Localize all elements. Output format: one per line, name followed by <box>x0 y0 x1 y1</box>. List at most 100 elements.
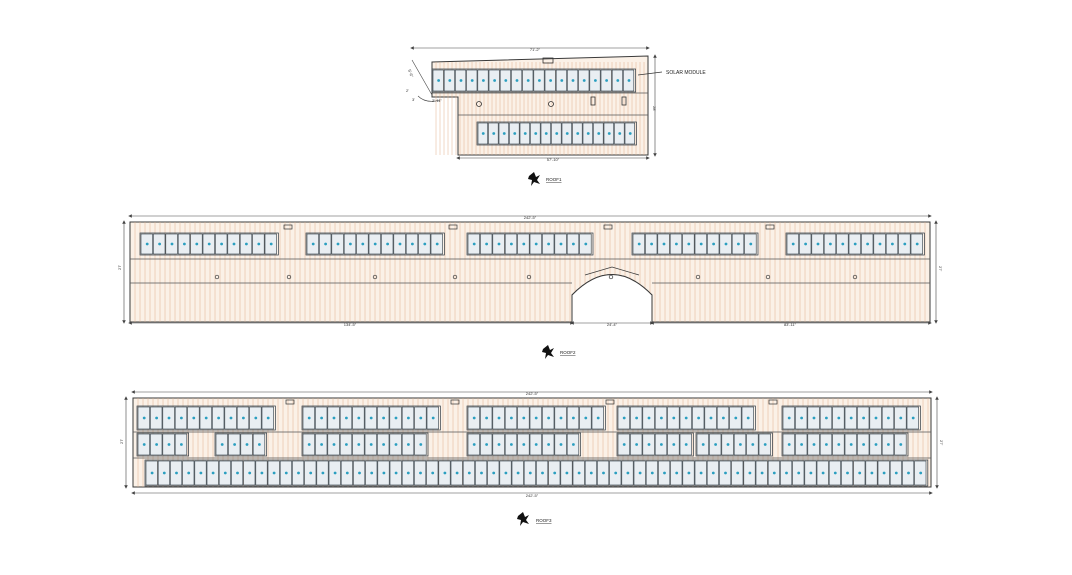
module-attachment-point <box>472 416 476 420</box>
module-attachment-point <box>411 242 414 246</box>
module-attachment-point <box>183 242 186 246</box>
module-attachment-point <box>866 242 869 246</box>
module-attachment-point <box>357 416 361 420</box>
roof3-row2-array-frame <box>136 432 189 457</box>
module-attachment-point <box>724 242 728 246</box>
module-attachment-point <box>220 242 224 246</box>
roof2-dim-top-label: 242'-5" <box>524 215 537 220</box>
roof1-dim-bottom-label: 57'-10" <box>547 157 560 162</box>
module-attachment-point <box>602 471 605 475</box>
module-attachment-point <box>248 471 252 475</box>
module-attachment-point <box>787 443 791 446</box>
module-attachment-point <box>722 416 725 420</box>
roof1-north-arrow <box>528 172 540 186</box>
roof2-dim-bottom-left-label: 134'-5" <box>344 322 357 327</box>
module-attachment-point <box>672 443 676 446</box>
module-attachment-point <box>763 443 767 446</box>
roof3-row1-array-frame <box>301 405 441 431</box>
module-attachment-point <box>369 416 373 420</box>
module-attachment-point <box>175 471 178 475</box>
module-attachment-point <box>816 242 820 246</box>
module-attachment-point <box>204 416 208 420</box>
module-attachment-point <box>837 443 841 446</box>
module-attachment-point <box>493 79 496 82</box>
module-attachment-point <box>576 132 580 135</box>
module-attachment-point <box>736 471 740 475</box>
module-attachment-point <box>345 443 348 446</box>
module-attachment-point <box>572 443 575 446</box>
module-attachment-point <box>812 443 816 446</box>
module-attachment-point <box>626 471 630 475</box>
north-arrow-icon <box>528 172 540 186</box>
module-attachment-point <box>199 471 203 475</box>
module-attachment-point <box>321 471 325 475</box>
module-attachment-point <box>607 132 611 135</box>
module-attachment-point <box>266 416 270 420</box>
module-attachment-point <box>485 416 488 420</box>
module-attachment-point <box>907 471 910 475</box>
module-attachment-point <box>737 242 740 246</box>
module-attachment-point <box>787 416 791 420</box>
module-attachment-point <box>825 443 828 446</box>
module-attachment-point <box>435 242 439 246</box>
module-attachment-point <box>516 471 520 475</box>
module-attachment-point <box>547 242 550 246</box>
module-attachment-point <box>714 443 717 446</box>
module-attachment-point <box>596 416 600 420</box>
module-attachment-point <box>485 242 488 246</box>
module-attachment-point <box>492 132 496 135</box>
module-attachment-point <box>504 79 508 82</box>
module-attachment-point <box>431 471 435 475</box>
roof1-array-frame <box>476 121 637 146</box>
module-attachment-point <box>167 443 171 446</box>
module-attachment-point <box>709 416 713 420</box>
module-attachment-point <box>187 471 191 475</box>
module-attachment-point <box>522 443 526 446</box>
roof1-vent <box>548 101 554 107</box>
roof-vent <box>286 274 292 280</box>
module-attachment-point <box>394 443 398 446</box>
roof2-dim-right-label: 27' <box>938 266 943 271</box>
module-attachment-point <box>594 79 597 82</box>
roof-vent <box>852 274 858 280</box>
roof3-row1-array-frame <box>136 405 276 431</box>
roof1-leader <box>637 71 663 76</box>
module-attachment-point <box>891 242 894 246</box>
module-attachment-point <box>833 471 837 475</box>
module-attachment-point <box>544 132 548 135</box>
roof2-dim-bottom-mid-label: 24'-4" <box>607 322 618 327</box>
roof2-dim-bottom-right-label: 83'-11" <box>784 322 797 327</box>
module-attachment-point <box>919 471 923 475</box>
module-attachment-point <box>236 471 239 475</box>
roof1-dim-left <box>411 59 433 96</box>
module-attachment-point <box>899 416 903 420</box>
module-attachment-point <box>309 471 313 475</box>
module-attachment-point <box>672 416 676 420</box>
module-attachment-point <box>915 242 919 246</box>
module-attachment-point <box>572 242 575 246</box>
module-attachment-point <box>180 443 183 446</box>
module-attachment-point <box>687 471 691 475</box>
module-attachment-point <box>307 443 311 446</box>
module-attachment-point <box>647 443 651 446</box>
module-attachment-point <box>684 443 688 446</box>
module-attachment-point <box>142 443 146 446</box>
roof-vent <box>765 274 771 280</box>
module-attachment-point <box>675 242 678 246</box>
roof1-vent <box>476 101 482 107</box>
module-attachment-point <box>597 132 601 135</box>
module-attachment-point <box>903 242 907 246</box>
module-attachment-point <box>382 471 386 475</box>
module-attachment-point <box>577 471 581 475</box>
module-attachment-point <box>320 443 323 446</box>
module-attachment-point <box>746 416 750 420</box>
module-attachment-point <box>472 242 476 246</box>
module-attachment-point <box>394 471 398 475</box>
module-attachment-point <box>584 416 588 420</box>
roof2-hatch <box>448 224 458 230</box>
module-attachment-point <box>332 443 336 446</box>
module-attachment-point <box>739 443 742 446</box>
module-attachment-point <box>297 471 300 475</box>
roof-vent <box>214 274 220 280</box>
module-attachment-point <box>638 471 642 475</box>
